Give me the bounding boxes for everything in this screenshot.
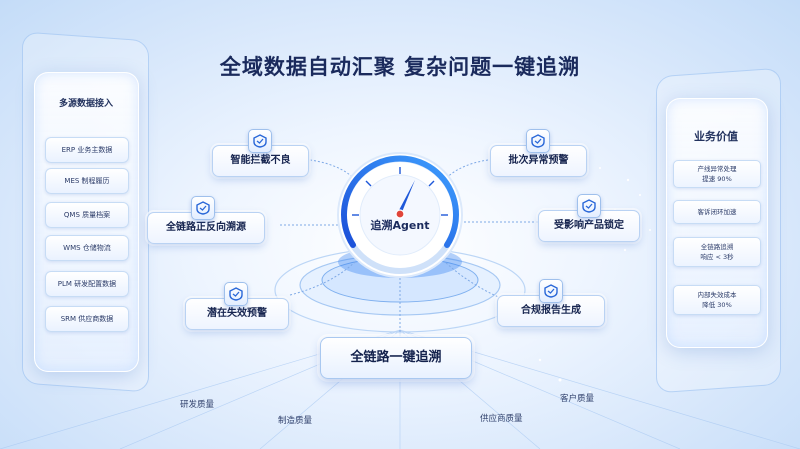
- shield-icon: [248, 129, 272, 153]
- source-item-plm: PLM 研发配置数据: [45, 271, 129, 297]
- trace-agent-gauge: [337, 152, 463, 278]
- page-title: 全域数据自动汇聚 复杂问题一键追溯: [219, 55, 581, 79]
- node-latent-alert: 潜在失效预警: [185, 298, 289, 330]
- ground-label-rd: 研发质量: [180, 400, 215, 410]
- value-item-cost: 内部失效成本 降低 30%: [673, 285, 761, 315]
- ground-label-customer: 客户质量: [560, 394, 595, 404]
- value-item-line1: 客诉闭环加速: [697, 208, 737, 216]
- values-panel-title: 业务价值: [694, 130, 738, 143]
- shield-icon: [191, 196, 215, 220]
- value-item-line2: 降低 30%: [702, 301, 732, 309]
- shield-icon: [539, 279, 563, 303]
- node-affected-lock: 受影响产品锁定: [538, 210, 640, 242]
- value-item-line2: 响应 < 3秒: [700, 253, 734, 261]
- value-item-line1: 产线异常处理: [697, 165, 737, 173]
- trace-agent-label: 追溯Agent: [370, 219, 430, 232]
- source-item-mes: MES 制程履历: [45, 168, 129, 194]
- shield-icon: [526, 129, 550, 153]
- sources-panel-title: 多源数据接入: [58, 99, 113, 109]
- source-item-wms: WMS 仓储物流: [45, 235, 129, 261]
- node-one-click-trace: 全链路一键追溯: [320, 337, 472, 379]
- shield-icon: [577, 194, 601, 218]
- value-item-line1: 内部失效成本: [697, 291, 737, 299]
- ground-label-supplier: 供应商质量: [480, 414, 523, 424]
- value-item-complaint: 客诉闭环加速: [673, 200, 761, 224]
- value-item-line1: 全链路追溯: [700, 243, 734, 251]
- source-item-erp: ERP 业务主数据: [45, 137, 129, 163]
- value-item-line2: 提速 90%: [702, 175, 732, 183]
- ground-label-mfg: 制造质量: [278, 416, 313, 426]
- shield-icon: [224, 282, 248, 306]
- value-item-line-speed: 产线异常处理 提速 90%: [673, 160, 761, 188]
- source-item-srm: SRM 供应商数据: [45, 306, 129, 332]
- value-item-trace: 全链路追溯 响应 < 3秒: [673, 237, 761, 267]
- source-item-qms: QMS 质量档案: [45, 202, 129, 228]
